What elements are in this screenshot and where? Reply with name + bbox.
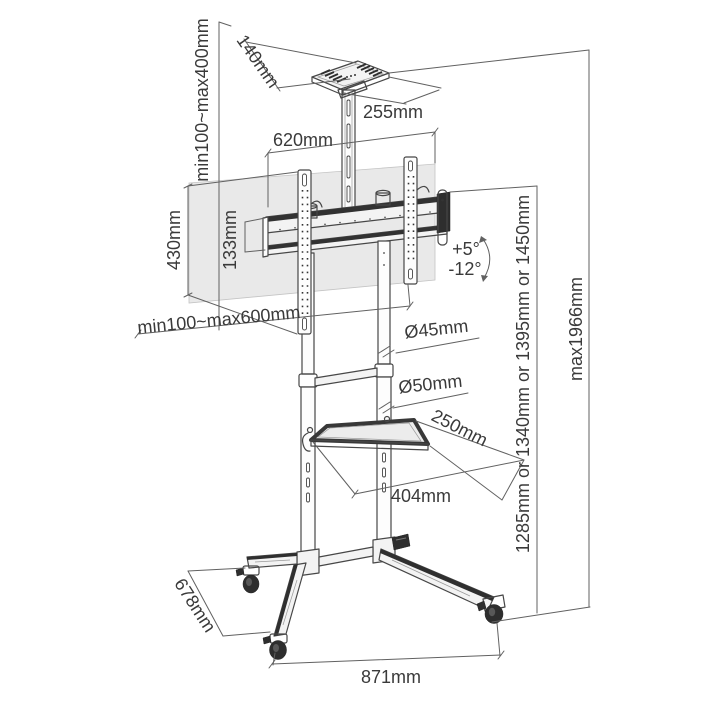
tilt-arc [482, 238, 491, 279]
label-column-height-options: 1285mm or 1340mm or 1395mm or 1450mm [513, 195, 533, 553]
shelf-vent-slots [320, 63, 383, 83]
leg-front-right [378, 548, 506, 624]
center-column-strip [341, 89, 356, 209]
dim-rail-profile-height: 133mm [220, 210, 266, 270]
tv-stand-structure [235, 60, 506, 660]
dim-rail-width: 620mm [264, 127, 439, 208]
shelf-hook [301, 432, 311, 452]
dim-vesa-bracket-height: 430mm [164, 171, 298, 335]
base-legs [235, 533, 506, 660]
label-top-shelf-width: 140mm [233, 31, 284, 92]
dim-tilt-angle: +5° -12° [448, 236, 491, 282]
label-tilt-up: +5° [452, 239, 480, 259]
label-shelf-width: 404mm [391, 486, 451, 506]
av-shelf [301, 415, 430, 452]
label-shelf-depth: 250mm [428, 405, 491, 450]
label-rail-width: 620mm [273, 130, 333, 150]
label-top-shelf-depth: 255mm [363, 102, 423, 122]
label-vesa-bracket-height: 430mm [164, 210, 184, 270]
label-rail-profile-height: 133mm [220, 210, 240, 270]
label-tilt-down: -12° [448, 259, 481, 279]
label-top-bracket-height-range: min100~max400mm [192, 18, 212, 182]
leg-rear-right [391, 533, 411, 551]
dim-column-height-options: 1285mm or 1340mm or 1395mm or 1450mm [449, 185, 538, 614]
dim-shelf-width: 404mm [312, 441, 525, 506]
vesa-bracket-right [403, 156, 448, 285]
leg-front-left [262, 562, 307, 660]
label-lower-pole-diameter: Ø50mm [397, 371, 463, 398]
pole-right [374, 240, 394, 542]
label-max-overall-height: max1966mm [566, 277, 586, 381]
dim-top-shelf-depth: 255mm [342, 76, 442, 122]
leg-rear-left [235, 552, 298, 594]
dim-top-bracket-height-range: min100~max400mm [192, 18, 232, 331]
top-camera-shelf [311, 60, 390, 99]
dim-base-width: 871mm [268, 622, 505, 687]
dim-max-overall-height: max1966mm [388, 49, 591, 623]
vesa-bracket-left [297, 169, 323, 335]
collar-crossbar [314, 367, 378, 387]
label-upper-pole-diameter: Ø45mm [403, 316, 469, 343]
label-base-width: 871mm [361, 667, 421, 687]
dim-upper-pole-diameter: Ø45mm [378, 316, 480, 358]
